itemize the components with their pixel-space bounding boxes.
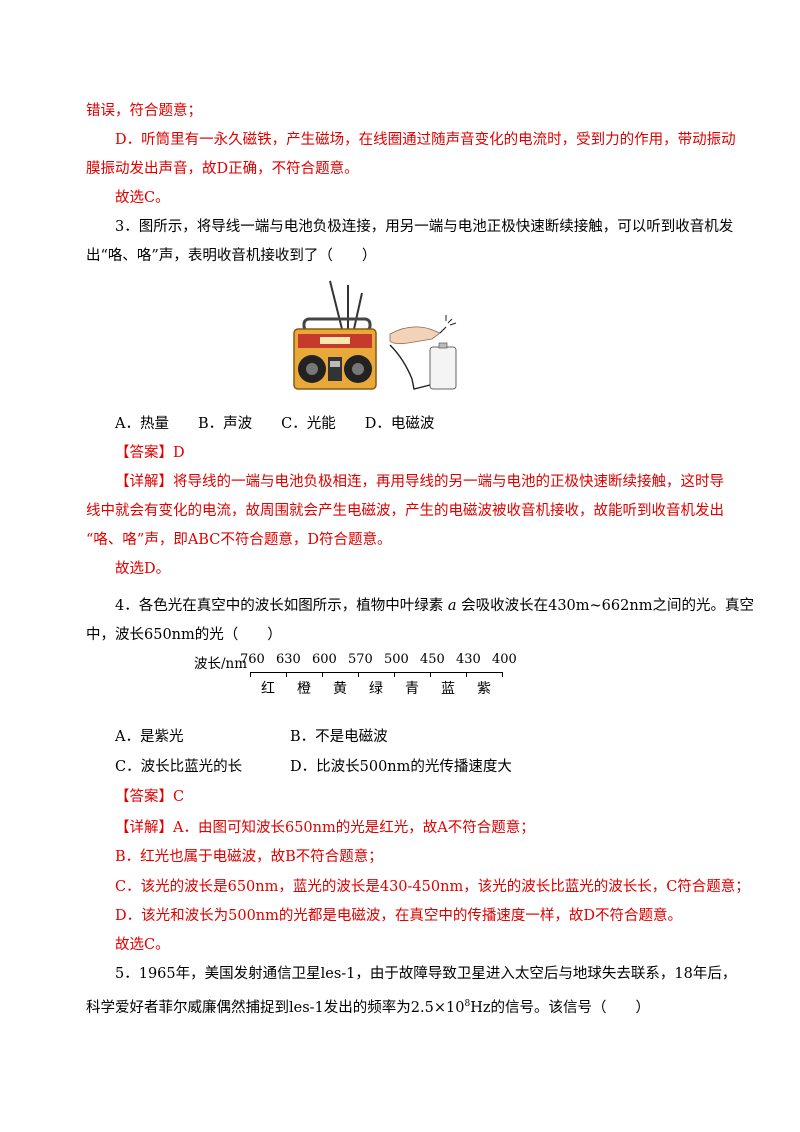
detail-text: A．由图可知波长650nm的光是红光，故A不符合题意； <box>173 820 535 836</box>
answer-tag: 【答案】 <box>115 789 173 805</box>
detail-4-line2: B．红光也属于电磁波，故B不符合题意； <box>115 849 383 865</box>
q4-text-post: 会吸收波长在430m~662nm之间的光。真空 <box>456 598 754 614</box>
answer-tag: 【答案】 <box>115 445 173 461</box>
axis-label: 波长/nm <box>194 656 248 672</box>
scale-tick <box>358 672 359 677</box>
answer-value: C <box>173 789 185 805</box>
q5-text-pre: 科学爱好者菲尔威廉偶然捕捉到les-1发出的频率为2.5×10 <box>86 999 465 1016</box>
wavelength-label: 400 <box>492 652 517 667</box>
option-b: B．不是电磁波 <box>290 729 388 745</box>
question-3-line2: 出“咯、咯”声，表明收音机接收到了（ ） <box>86 248 377 264</box>
question-3-options: A．热量 B．声波 C．光能 D．电磁波 <box>115 416 435 432</box>
scale-tick <box>430 672 431 677</box>
option-c: C．波长比蓝光的长 <box>115 759 243 775</box>
detail-tag: 【详解】 <box>115 474 173 490</box>
option-d: D．比波长500nm的光传播速度大 <box>290 759 512 775</box>
question-5-line1: 5．1965年，美国发射通信卫星les-1，由于故障导致卫星进入太空后与地球失去… <box>115 966 737 982</box>
detail-tag: 【详解】 <box>115 820 173 836</box>
option-a: A．是紫光 <box>115 729 184 745</box>
wavelength-label: 500 <box>384 652 409 667</box>
text-line: D．听筒里有一永久磁铁，产生磁场，在线圈通过随声音变化的电流时，受到力的作用，带… <box>115 132 736 148</box>
detail-4-line3: C．该光的波长是650nm，蓝光的波长是430-450nm，该光的波长比蓝光的波… <box>115 879 750 895</box>
color-band-label: 橙 <box>297 681 311 697</box>
radio-battery-figure <box>293 280 457 390</box>
text-line: 错误，符合题意； <box>86 103 202 119</box>
color-band-label: 紫 <box>477 681 491 697</box>
answer-3: 【答案】D <box>115 443 185 463</box>
select-3: 故选D。 <box>115 561 171 577</box>
scale-tick <box>502 672 503 677</box>
answer-4: 【答案】C <box>115 787 184 807</box>
scale-axis <box>250 672 502 673</box>
q5-text-post: Hz的信号。该信号（ ） <box>470 999 650 1016</box>
wavelength-label: 630 <box>276 652 301 667</box>
detail-3-line2: 线中就会有变化的电流，故周围就会产生电磁波，产生的电磁波被收音机接收，故能听到收… <box>86 503 724 519</box>
detail-3-line1: 【详解】将导线的一端与电池负极相连，再用导线的另一端与电池的正极快速断续接触，这… <box>115 472 724 492</box>
scale-tick <box>286 672 287 677</box>
text-line: 膜振动发出声音，故D正确，不符合题意。 <box>86 161 359 177</box>
q4-text-pre: 4．各色光在真空中的波长如图所示，植物中叶绿素 <box>115 598 448 614</box>
scale-tick <box>466 672 467 677</box>
scale-tick <box>250 672 251 677</box>
question-3-line1: 3．图所示，将导线一端与电池负极连接，用另一端与电池正极快速断续接触，可以听到收… <box>115 219 734 235</box>
wavelength-label: 430 <box>456 652 481 667</box>
color-band-label: 绿 <box>369 681 383 697</box>
scale-tick <box>394 672 395 677</box>
question-4-line2: 中，波长650nm的光（ ） <box>86 627 282 643</box>
question-5-line2: 科学爱好者菲尔威廉偶然捕捉到les-1发出的频率为2.5×108Hz的信号。该信… <box>86 994 650 1018</box>
wavelength-label: 570 <box>348 652 373 667</box>
wavelength-label: 450 <box>420 652 445 667</box>
answer-value: D <box>173 445 185 461</box>
scale-tick <box>322 672 323 677</box>
question-4-line1: 4．各色光在真空中的波长如图所示，植物中叶绿素 a 会吸收波长在430m~662… <box>115 596 754 616</box>
text-line: 故选C。 <box>115 190 170 206</box>
select-4: 故选C。 <box>115 937 170 953</box>
wavelength-scale-figure: 波长/nm 760 630 600 570 500 450 430 400 红 橙 黄 绿 青 蓝 紫 <box>194 648 517 708</box>
color-band-label: 红 <box>261 681 275 697</box>
wavelength-label: 760 <box>240 652 265 667</box>
detail-text: 将导线的一端与电池负极相连，再用导线的另一端与电池的正极快速断续接触，这时导 <box>173 474 724 490</box>
q4-variable: a <box>447 598 457 614</box>
color-band-label: 青 <box>405 681 419 697</box>
color-band-label: 蓝 <box>441 681 455 697</box>
wavelength-label: 600 <box>312 652 337 667</box>
detail-4-line4: D．该光和波长为500nm的光都是电磁波，在真空中的传播速度一样，故D不符合题意… <box>115 908 683 924</box>
q5-exponent: 8 <box>464 999 471 1009</box>
detail-3-line3: “咯、咯”声，即ABC不符合题意，D符合题意。 <box>86 532 392 548</box>
detail-4-line1: 【详解】A．由图可知波长650nm的光是红光，故A不符合题意； <box>115 818 535 838</box>
color-band-label: 黄 <box>333 681 347 697</box>
